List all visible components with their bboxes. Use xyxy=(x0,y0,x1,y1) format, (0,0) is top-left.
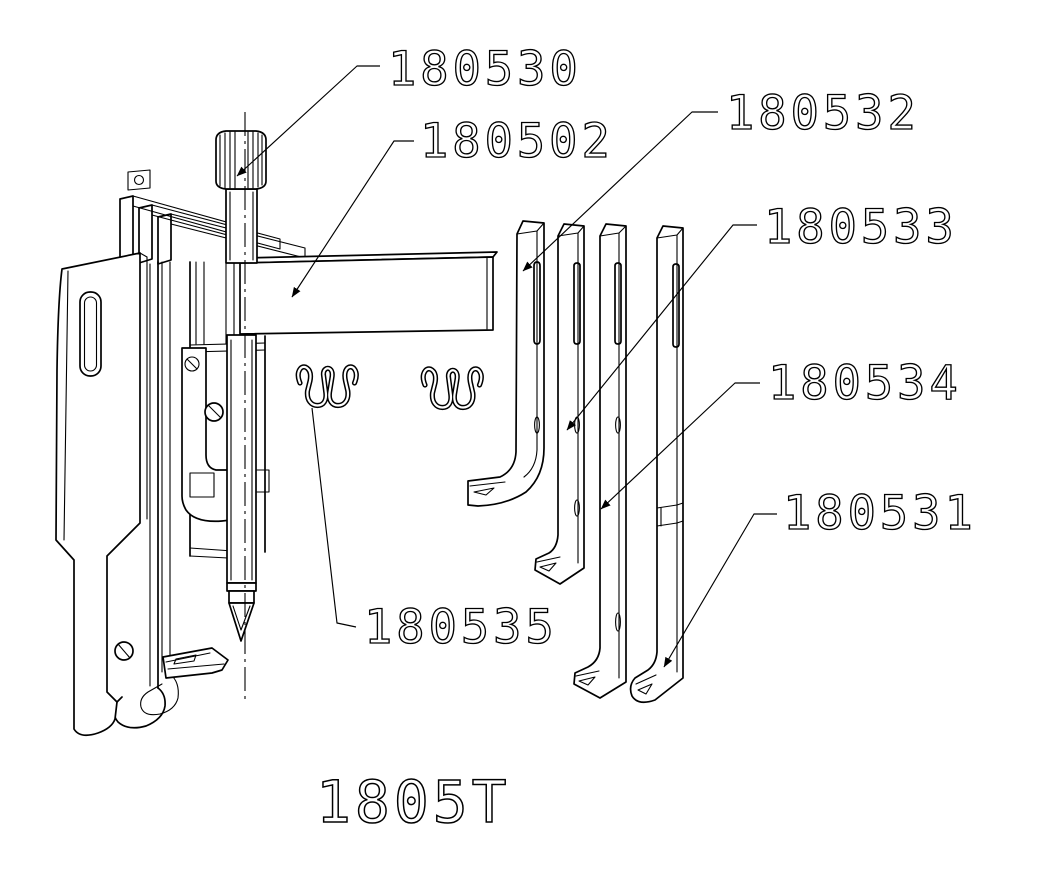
leader-180531 xyxy=(663,513,777,668)
leader-lines xyxy=(236,65,777,668)
part-label-180530: 180530 xyxy=(388,42,582,97)
blade-180531-notch xyxy=(656,502,684,527)
spring-clip-180535-left xyxy=(298,367,356,406)
blade-180532 xyxy=(467,220,545,507)
foot-plate xyxy=(162,647,229,679)
leader-180502 xyxy=(291,140,414,298)
pin-180530 xyxy=(215,112,267,702)
leader-180530 xyxy=(236,65,380,177)
part-label-180531: 180531 xyxy=(783,486,977,541)
part-label-180502: 180502 xyxy=(420,114,614,169)
leader-180534 xyxy=(600,382,760,510)
leader-180533 xyxy=(566,224,757,431)
blade-180534 xyxy=(573,223,627,699)
leader-180535 xyxy=(311,407,357,628)
part-label-180532: 180532 xyxy=(726,86,920,141)
part-labels: 180530 180502 180532 180533 180534 18053… xyxy=(363,41,977,655)
inner-plates xyxy=(140,261,235,716)
blade-180533 xyxy=(534,223,585,585)
leader-180532 xyxy=(522,111,718,272)
part-label-180533: 180533 xyxy=(764,200,958,255)
part-label-180534: 180534 xyxy=(768,356,962,411)
bar-180502 xyxy=(239,251,498,335)
plate-stack-tabs xyxy=(119,169,306,265)
blade-180531 xyxy=(629,225,684,704)
clamp-carrier-assembly xyxy=(55,112,498,737)
spring-clip-180535-right xyxy=(423,369,481,408)
part-label-180535: 180535 xyxy=(364,600,558,655)
knurl-lines xyxy=(219,131,263,189)
outer-clamp-plate xyxy=(55,252,148,737)
assembly-number-label: 1805T xyxy=(316,768,511,836)
